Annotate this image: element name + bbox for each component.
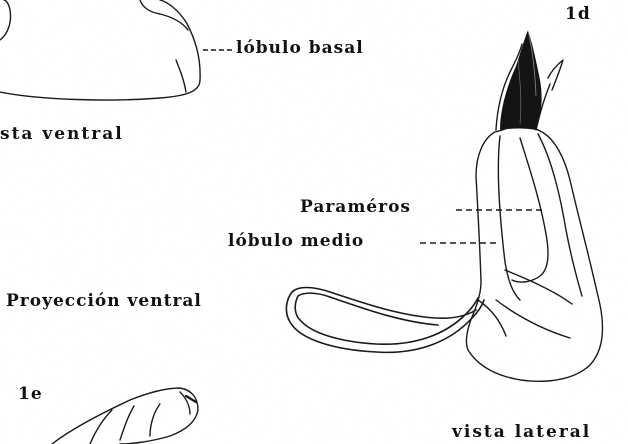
label-proyeccion-ventral: Proyección ventral (6, 293, 202, 310)
label-lobulo-medio: lóbulo medio (228, 233, 364, 250)
label-vista-ventral: sta ventral (0, 126, 124, 143)
label-lobulo-basal: lóbulo basal (236, 40, 364, 57)
figure-label-1e: 1e (18, 386, 43, 403)
figure-label-1d: 1d (565, 6, 591, 23)
label-parameros: Paraméros (300, 199, 411, 216)
label-vista-lateral: vista lateral (452, 424, 591, 441)
